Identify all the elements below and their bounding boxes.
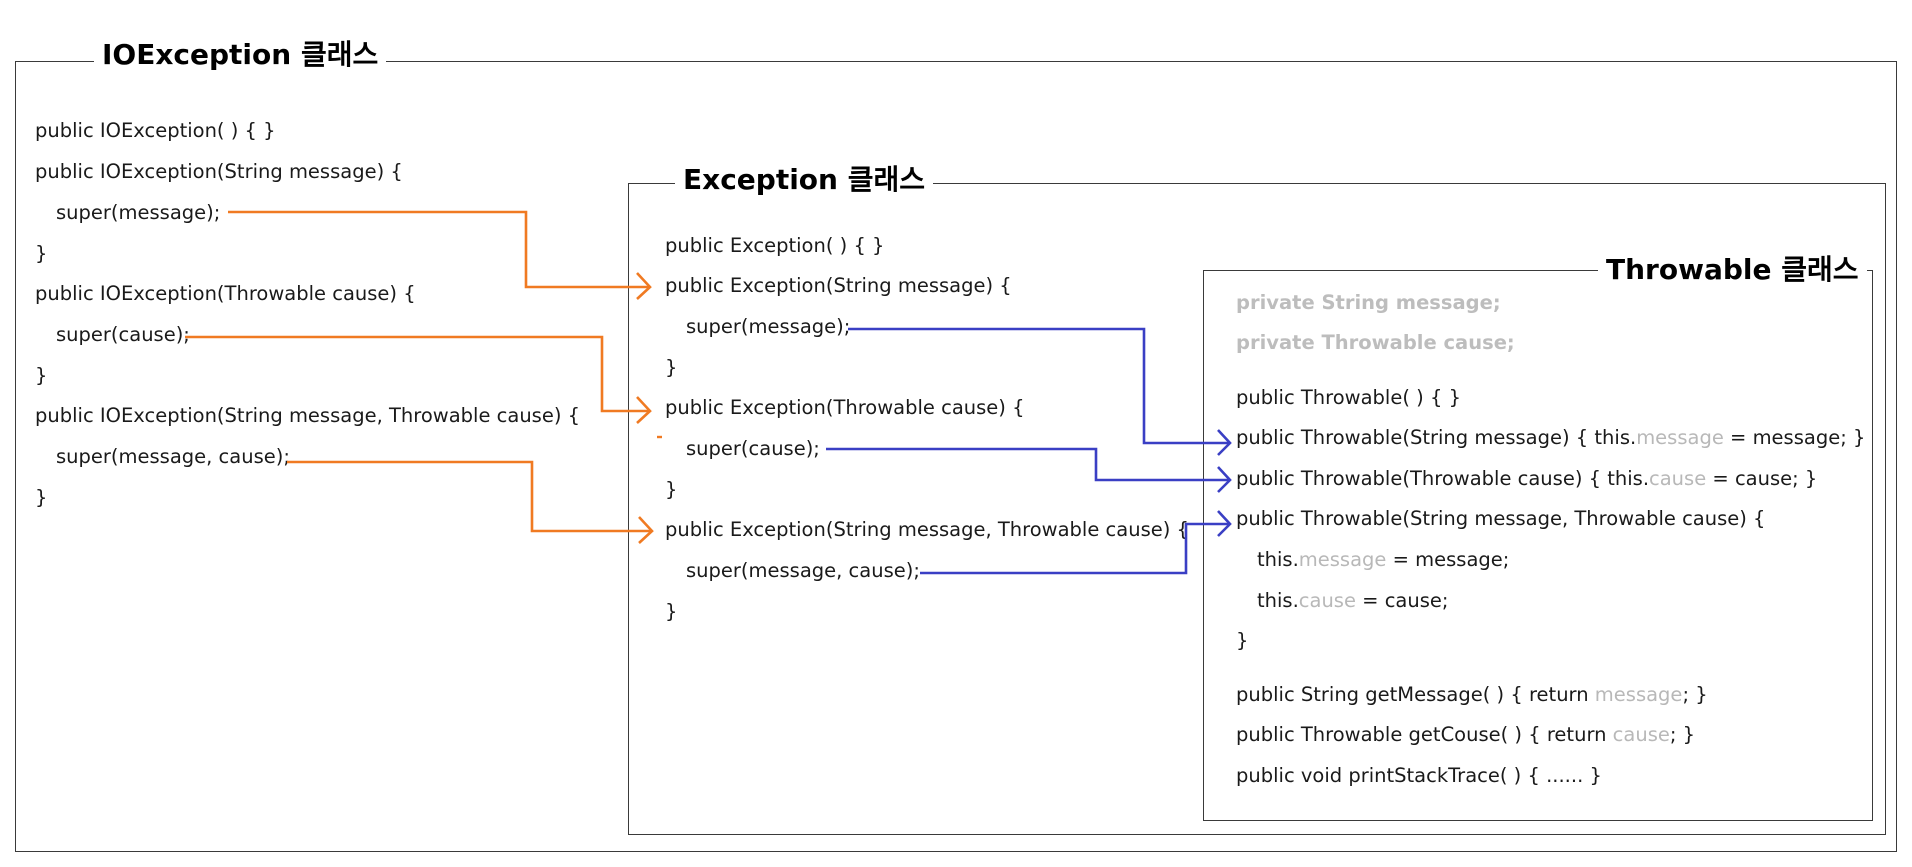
- thr-ctor-cause-pre: public Throwable(Throwable cause) { this…: [1236, 467, 1650, 490]
- thr-assign-cause: this.cause = cause;: [1257, 589, 1448, 613]
- io-line-super-message: super(message);: [56, 201, 221, 224]
- blue-arrow-both: [920, 522, 1230, 575]
- exc-line-close-3: }: [665, 600, 678, 623]
- thr-ctor-cause-post: = cause; }: [1706, 467, 1818, 490]
- orange-arrow-message-head: [636, 272, 652, 300]
- io-line-message-ctor: public IOException(String message) {: [35, 160, 403, 183]
- thr-field-message: private String message;: [1236, 291, 1501, 314]
- thr-get-cause-field: cause: [1612, 723, 1670, 746]
- orange-arrow-both-head: [638, 516, 654, 544]
- thr-assign-cause-pre: this.: [1257, 589, 1299, 612]
- io-line-close-2: }: [35, 364, 48, 387]
- io-line-super-both: super(message, cause);: [56, 445, 290, 468]
- exc-line-super-both: super(message, cause);: [686, 559, 920, 582]
- ioexception-title: IOException 클래스: [94, 38, 387, 72]
- io-line-close-1: }: [35, 242, 48, 265]
- thr-print-trace: public void printStackTrace( ) { ...... …: [1236, 764, 1602, 787]
- thr-ctor-message-field: message: [1636, 426, 1724, 449]
- io-line-cause-ctor: public IOException(Throwable cause) {: [35, 282, 416, 305]
- thr-get-message-field: message: [1594, 683, 1683, 706]
- io-line-both-ctor: public IOException(String message, Throw…: [35, 404, 581, 427]
- exc-line-super-message: super(message);: [686, 315, 851, 338]
- orange-arrow-cause-head: [636, 396, 652, 424]
- io-line-super-cause: super(cause);: [56, 323, 190, 346]
- thr-field-cause: private Throwable cause;: [1236, 331, 1515, 354]
- thr-get-message-pre: public String getMessage( ) { return: [1236, 683, 1595, 706]
- io-line-default-ctor: public IOException( ) { }: [35, 119, 276, 142]
- blue-arrow-cause-head: [1217, 466, 1232, 493]
- io-line-close-3: }: [35, 486, 48, 509]
- orange-arrow-cause: [185, 335, 650, 413]
- thr-close-brace: }: [1236, 629, 1249, 652]
- throwable-title: Throwable 클래스: [1598, 253, 1867, 287]
- thr-get-message: public String getMessage( ) { return mes…: [1236, 683, 1708, 707]
- orange-arrow-message: [228, 210, 650, 289]
- exc-line-super-cause: super(cause);: [686, 437, 820, 460]
- exc-line-close-2: }: [665, 478, 678, 501]
- exception-box: [628, 183, 1886, 835]
- thr-get-message-post: ; }: [1682, 683, 1708, 706]
- thr-assign-message: this.message = message;: [1257, 548, 1509, 572]
- exc-line-cause-ctor: public Exception(Throwable cause) {: [665, 396, 1025, 419]
- blue-arrow-both-head: [1217, 510, 1232, 537]
- exception-title: Exception 클래스: [675, 163, 933, 197]
- thr-ctor-cause: public Throwable(Throwable cause) { this…: [1236, 467, 1817, 491]
- thr-ctor-default: public Throwable( ) { }: [1236, 386, 1461, 409]
- thr-ctor-message: public Throwable(String message) { this.…: [1236, 426, 1865, 450]
- thr-assign-message-pre: this.: [1257, 548, 1299, 571]
- ioexception-box: [15, 61, 1897, 852]
- orange-arrow-both: [287, 460, 652, 533]
- thr-assign-cause-post: = cause;: [1355, 589, 1449, 612]
- exc-line-message-ctor: public Exception(String message) {: [665, 274, 1012, 297]
- blue-arrow-cause: [826, 447, 1230, 482]
- thr-ctor-message-pre: public Throwable(String message) { this.: [1236, 426, 1637, 449]
- thr-assign-cause-field: cause: [1298, 589, 1356, 612]
- thr-ctor-message-post: = message; }: [1723, 426, 1866, 449]
- thr-assign-message-field: message: [1298, 548, 1387, 571]
- throwable-box: [1203, 270, 1873, 821]
- blue-arrow-message-head: [1217, 429, 1232, 456]
- exc-line-default-ctor: public Exception( ) { }: [665, 234, 885, 257]
- thr-get-cause-post: ; }: [1669, 723, 1696, 746]
- exc-line-close-1: }: [665, 356, 678, 379]
- thr-ctor-cause-field: cause: [1649, 467, 1707, 490]
- thr-get-cause: public Throwable getCouse( ) { return ca…: [1236, 723, 1695, 747]
- thr-assign-message-post: = message;: [1386, 548, 1510, 571]
- exc-line-both-ctor: public Exception(String message, Throwab…: [665, 518, 1189, 541]
- thr-ctor-both: public Throwable(String message, Throwab…: [1236, 507, 1766, 530]
- blue-arrow-message: [848, 327, 1230, 445]
- thr-get-cause-pre: public Throwable getCouse( ) { return: [1236, 723, 1613, 746]
